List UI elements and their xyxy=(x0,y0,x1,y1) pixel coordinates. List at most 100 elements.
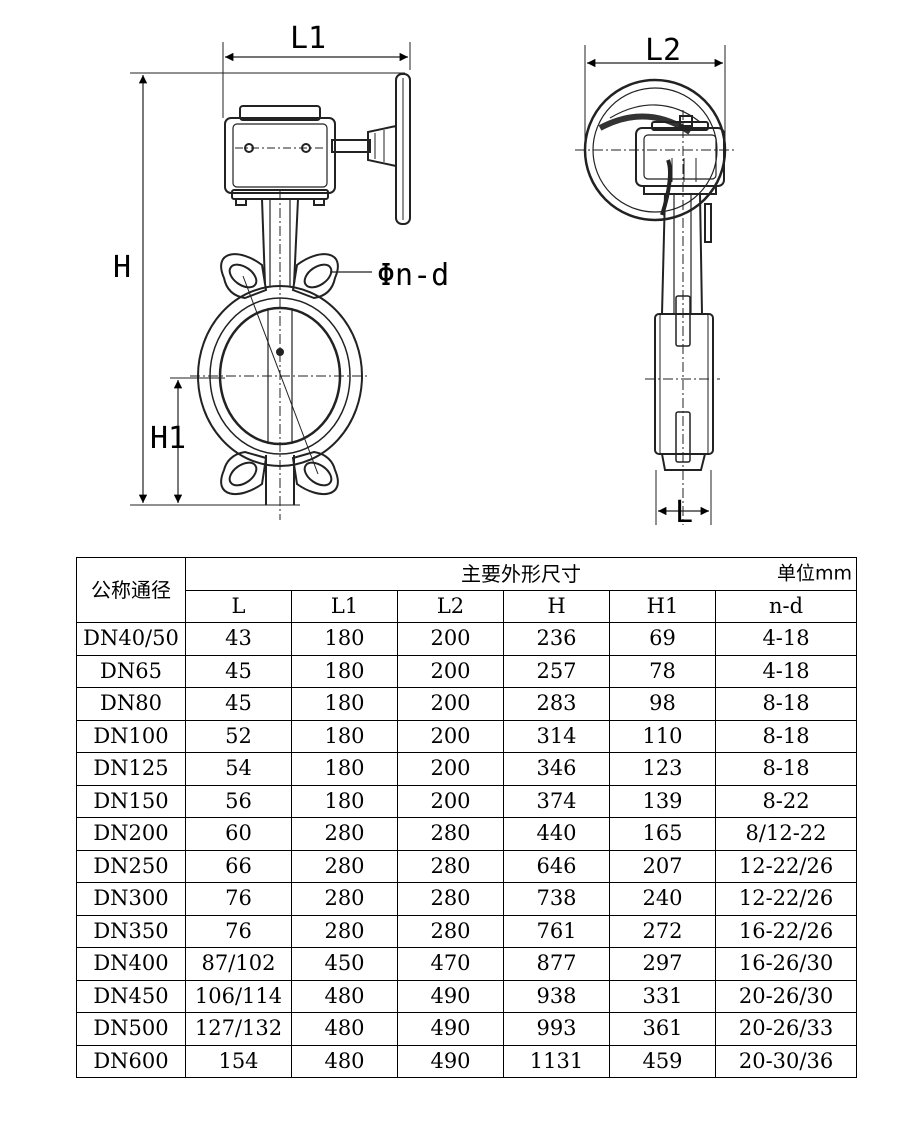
table-cell: 8-18 xyxy=(714,687,858,721)
table-cell: 20-30/36 xyxy=(714,1044,858,1078)
table-cell: 4-18 xyxy=(714,654,858,688)
header-main-title: 主要外形尺寸 xyxy=(461,561,582,586)
table-cell: 45 xyxy=(185,687,292,721)
table-cell: 361 xyxy=(609,1012,716,1046)
table-cell: 280 xyxy=(291,817,398,851)
table-cell: 450 xyxy=(291,947,398,981)
row-size-cell: DN350 xyxy=(76,914,186,948)
table-cell: 8-18 xyxy=(714,719,858,753)
front-view xyxy=(130,42,411,520)
table-cell: 139 xyxy=(609,784,716,818)
table-cell: 240 xyxy=(609,882,716,916)
table-cell: 87/102 xyxy=(185,947,292,981)
table-cell: 8-18 xyxy=(714,752,858,786)
label-H1: H1 xyxy=(150,421,186,456)
table-cell: 490 xyxy=(397,1012,504,1046)
column-header: H xyxy=(503,589,610,623)
column-header: L xyxy=(185,589,292,623)
table-cell: 280 xyxy=(291,914,398,948)
header-unit: 单位mm xyxy=(777,562,853,585)
table-cell: 280 xyxy=(397,817,504,851)
table-cell: 180 xyxy=(291,784,398,818)
label-L1: L1 xyxy=(290,21,326,56)
row-size-cell: DN100 xyxy=(76,719,186,753)
table-cell: 280 xyxy=(397,882,504,916)
label-L2: L2 xyxy=(645,33,681,68)
table-cell: 200 xyxy=(397,784,504,818)
table-cell: 66 xyxy=(185,849,292,883)
table-cell: 4-18 xyxy=(714,622,858,656)
table-cell: 110 xyxy=(609,719,716,753)
column-header: H1 xyxy=(609,589,716,623)
table-cell: 16-22/26 xyxy=(714,914,858,948)
column-header-row: L L1 L2 H H1 n-d xyxy=(77,589,858,623)
table-cell: 127/132 xyxy=(185,1012,292,1046)
table-cell: 54 xyxy=(185,752,292,786)
table-cell: 297 xyxy=(609,947,716,981)
table-cell: 60 xyxy=(185,817,292,851)
table-cell: 78 xyxy=(609,654,716,688)
table-cell: 45 xyxy=(185,654,292,688)
table-cell: 490 xyxy=(397,1044,504,1078)
table-cell: 272 xyxy=(609,914,716,948)
label-H: H xyxy=(113,250,131,285)
row-size-cell: DN450 xyxy=(76,979,186,1013)
table-cell: 257 xyxy=(503,654,610,688)
table-cell: 331 xyxy=(609,979,716,1013)
table-cell: 440 xyxy=(503,817,610,851)
table-cell: 180 xyxy=(291,687,398,721)
table-cell: 12-22/26 xyxy=(714,849,858,883)
table-cell: 180 xyxy=(291,719,398,753)
table-cell: 52 xyxy=(185,719,292,753)
label-hole: Φn-d xyxy=(377,258,449,293)
row-size-cell: DN150 xyxy=(76,784,186,818)
table-cell: 480 xyxy=(291,1044,398,1078)
table-cell: 106/114 xyxy=(185,979,292,1013)
row-size-cell: DN125 xyxy=(76,752,186,786)
table-cell: 280 xyxy=(291,849,398,883)
table-cell: 993 xyxy=(503,1012,610,1046)
table-cell: 738 xyxy=(503,882,610,916)
table-cell: 374 xyxy=(503,784,610,818)
table-cell: 207 xyxy=(609,849,716,883)
table-cell: 12-22/26 xyxy=(714,882,858,916)
table-cell: 346 xyxy=(503,752,610,786)
table-cell: 200 xyxy=(397,622,504,656)
row-size-cell: DN200 xyxy=(76,817,186,851)
table-cell: 480 xyxy=(291,1012,398,1046)
row-size-cell: DN600 xyxy=(76,1044,186,1078)
table-cell: 646 xyxy=(503,849,610,883)
table-cell: 480 xyxy=(291,979,398,1013)
table-cell: 877 xyxy=(503,947,610,981)
side-view xyxy=(575,45,735,525)
table-cell: 490 xyxy=(397,979,504,1013)
table-cell: 459 xyxy=(609,1044,716,1078)
table-cell: 16-26/30 xyxy=(714,947,858,981)
label-L: L xyxy=(675,495,693,530)
column-header: n-d xyxy=(714,589,858,623)
dimension-table: 公称通径 主要外形尺寸 单位mm L L1 L2 H H1 n-d DN40/5… xyxy=(76,557,858,1078)
table-cell: 180 xyxy=(291,622,398,656)
table-cell: 280 xyxy=(397,849,504,883)
row-size-cell: DN40/50 xyxy=(76,622,186,656)
table-cell: 76 xyxy=(185,914,292,948)
row-size-cell: DN300 xyxy=(76,882,186,916)
header-main-dimensions: 主要外形尺寸 单位mm xyxy=(184,557,858,591)
table-cell: 8/12-22 xyxy=(714,817,858,851)
valve-drawing: L1 H H1 Φn-d xyxy=(113,21,735,530)
table-cell: 20-26/33 xyxy=(714,1012,858,1046)
table-cell: 938 xyxy=(503,979,610,1013)
table-cell: 165 xyxy=(609,817,716,851)
table-cell: 154 xyxy=(185,1044,292,1078)
row-size-cell: DN80 xyxy=(76,687,186,721)
table-cell: 200 xyxy=(397,654,504,688)
table-cell: 283 xyxy=(503,687,610,721)
